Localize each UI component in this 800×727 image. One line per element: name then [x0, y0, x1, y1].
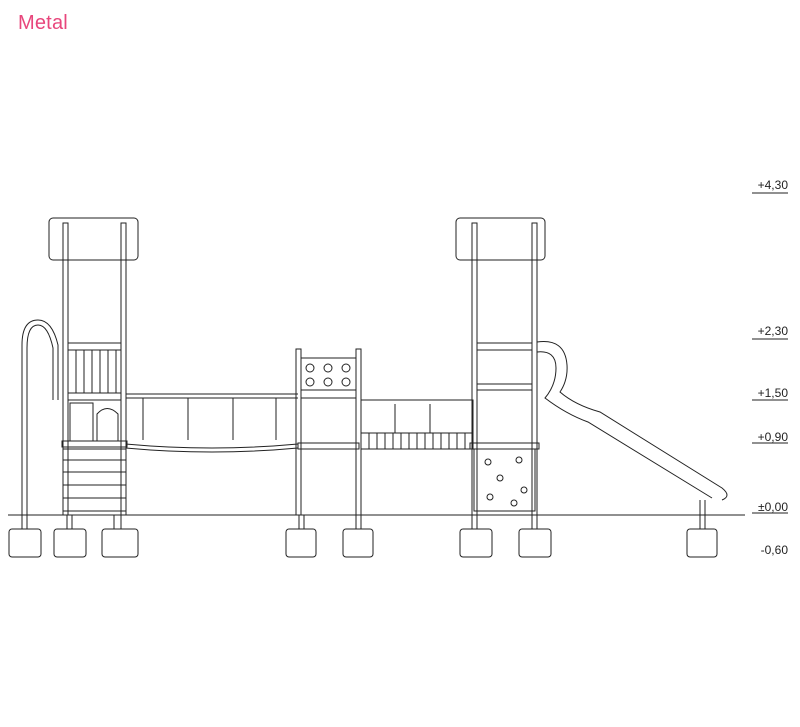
left-tower: [21, 217, 139, 516]
drawing-title: Metal: [18, 12, 68, 34]
level-label-2-30: +2,30: [757, 324, 788, 338]
level-label-0-00: ±0,00: [758, 500, 788, 514]
center-tower: [295, 348, 362, 516]
slide: [536, 340, 728, 529]
right-tower: [455, 217, 546, 516]
concrete-footings: [8, 515, 718, 558]
level-label-4-30: +4,30: [757, 178, 788, 192]
level-marks: [752, 192, 788, 514]
level-label-1-50: +1,50: [757, 386, 788, 400]
left-bridge: [125, 393, 299, 453]
level-label-minus-0-60: -0,60: [760, 543, 788, 557]
level-label-0-90: +0,90: [757, 430, 788, 444]
right-bridge: [360, 399, 474, 450]
